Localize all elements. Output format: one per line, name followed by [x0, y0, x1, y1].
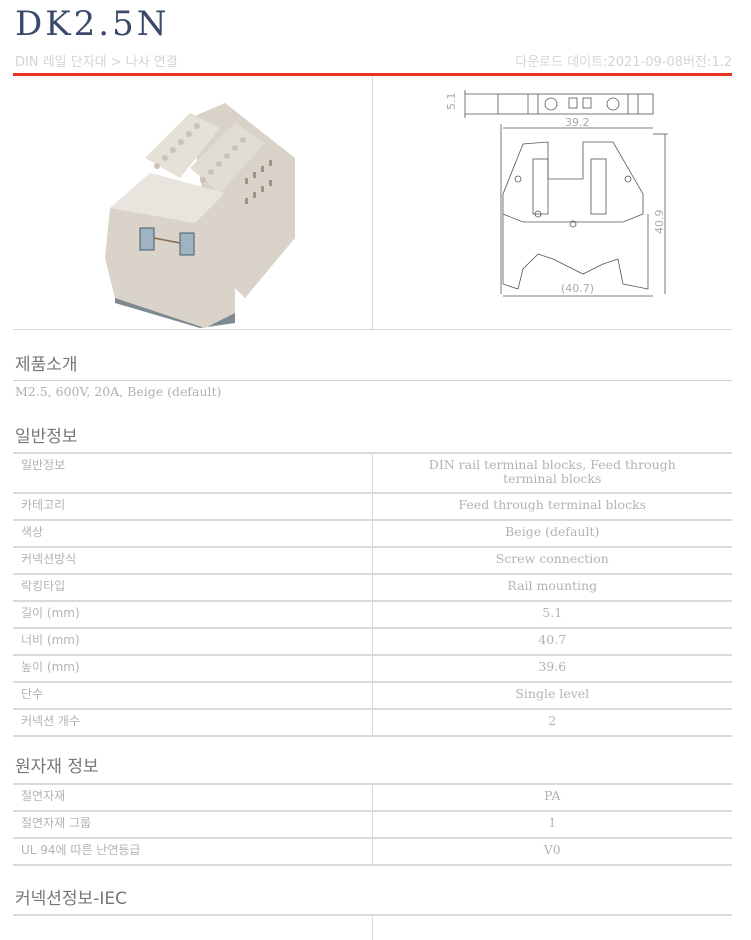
dim-height: 40.9 [653, 210, 666, 235]
row-value: PA [372, 783, 732, 812]
header-divider [13, 73, 732, 76]
row-value: 2 [372, 708, 732, 737]
breadcrumb[interactable]: DIN 레일 단자대 > 나사 연결 [15, 55, 178, 70]
table-row: 너비 (mm) 40.7 [13, 627, 732, 656]
row-value: 40.7 [372, 627, 732, 656]
table-row [13, 914, 732, 940]
row-key: 절연자재 그룹 [13, 810, 373, 839]
section-title-intro: 제품소개 [15, 355, 78, 375]
table-row: 커넥션방식 Screw connection [13, 546, 732, 575]
intro-divider [13, 380, 732, 381]
row-key: 절연자재 [13, 783, 373, 812]
row-value: DIN rail terminal blocks, Feed through t… [372, 452, 732, 494]
row-key: UL 94에 따른 난연등급 [13, 837, 373, 866]
row-value: I [372, 810, 732, 839]
table-row: 절연자재 PA [13, 783, 732, 812]
row-key: 커넥션방식 [13, 546, 373, 575]
section-title-connection-iec: 커넥션정보-IEC [15, 889, 127, 909]
dim-thickness: 5.1 [445, 93, 458, 111]
row-key: 일반정보 [13, 452, 373, 494]
table-row: 단수 Single level [13, 681, 732, 710]
section-title-general: 일반정보 [15, 427, 78, 447]
table-row: 색상 Beige (default) [13, 519, 732, 548]
dimension-drawing: 5.1 39.2 40.9 (40.7) [445, 90, 668, 297]
row-key: 높이 (mm) [13, 654, 373, 683]
table-row: 길이 (mm) 5.1 [13, 600, 732, 629]
row-key: 길이 (mm) [13, 600, 373, 629]
table-row: 절연자재 그룹 I [13, 810, 732, 839]
table-row: 카테고리 Feed through terminal blocks [13, 492, 732, 521]
row-value: Beige (default) [372, 519, 732, 548]
row-key: 락킹타입 [13, 573, 373, 602]
table-row: UL 94에 따른 난연등급 V0 [13, 837, 732, 866]
dim-top-width: 39.2 [565, 116, 590, 129]
table-row: 일반정보 DIN rail terminal blocks, Feed thro… [13, 452, 732, 494]
row-key: 색상 [13, 519, 373, 548]
product-title: DK2.5N [15, 4, 170, 44]
table-row: 락킹타입 Rail mounting [13, 573, 732, 602]
row-value: V0 [372, 837, 732, 866]
row-value: Screw connection [372, 546, 732, 575]
connection-iec-table [13, 914, 732, 940]
material-info-table: 절연자재 PA 절연자재 그룹 I UL 94에 따른 난연등급 V0 [13, 783, 732, 866]
row-key [13, 914, 373, 940]
media-divider [372, 76, 373, 330]
media-row: 5.1 39.2 40.9 (40.7) [13, 76, 732, 330]
row-value: Rail mounting [372, 573, 732, 602]
row-value: Feed through terminal blocks [372, 492, 732, 521]
row-key: 단수 [13, 681, 373, 710]
row-value: 5.1 [372, 600, 732, 629]
row-key: 너비 (mm) [13, 627, 373, 656]
row-value: Single level [372, 681, 732, 710]
general-info-table: 일반정보 DIN rail terminal blocks, Feed thro… [13, 452, 732, 737]
intro-text: M2.5, 600V, 20A, Beige (default) [15, 384, 222, 399]
row-value: 39.6 [372, 654, 732, 683]
table-row: 높이 (mm) 39.6 [13, 654, 732, 683]
row-value [372, 914, 732, 940]
section-title-material: 원자재 정보 [15, 757, 99, 777]
row-key: 카테고리 [13, 492, 373, 521]
download-date-version: 다운로드 데이트:2021-09-08버전:1.2 [515, 55, 732, 70]
product-photo [105, 103, 295, 328]
table-row: 커넥션 개수 2 [13, 708, 732, 737]
row-key: 커넥션 개수 [13, 708, 373, 737]
dim-bottom-width: (40.7) [561, 282, 594, 295]
